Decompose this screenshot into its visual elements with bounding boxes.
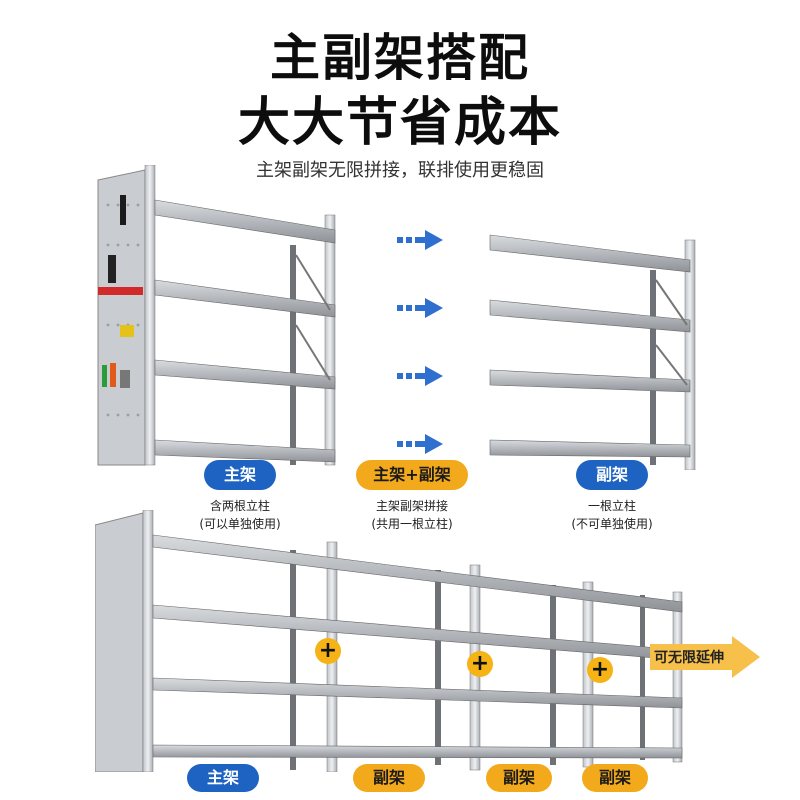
plus-icon: +: [315, 638, 341, 664]
arrow-right-icon: [397, 230, 443, 250]
arrow-right-icon: [397, 366, 443, 386]
note-sub-frame-1: 一根立柱: [587, 499, 636, 513]
extend-label: 可无限延伸: [654, 650, 724, 666]
label-main-plus-sub: 主架+副架: [356, 460, 468, 490]
bottom-label-sub-2: 副架: [486, 764, 552, 792]
note-main-frame-2: (可以单独使用): [199, 517, 281, 531]
note-main-plus-sub-1: 主架副架拼接: [375, 499, 448, 513]
bottom-label-main: 主架: [187, 764, 259, 792]
note-main-frame-1: 含两根立柱: [209, 499, 270, 513]
arrow-right-icon: [397, 298, 443, 318]
headline-line-2: 大大节省成本: [237, 93, 562, 153]
plus-icon: +: [587, 657, 613, 683]
main-shelf-illustration: [97, 165, 336, 466]
extend-arrow-icon: [650, 636, 760, 678]
bottom-label-sub-3: 副架: [582, 764, 648, 792]
sub-shelf-illustration: [489, 234, 696, 470]
combined-shelving-illustration: [95, 510, 683, 772]
label-sub-frame: 副架: [576, 460, 648, 490]
headline-line-1: 主副架搭配: [270, 29, 530, 87]
arrow-right-icon: [397, 434, 443, 454]
bottom-label-sub-1: 副架: [353, 764, 425, 792]
note-main-plus-sub-2: (共用一根立柱): [371, 517, 453, 531]
label-main-frame: 主架: [204, 460, 276, 490]
plus-icon: +: [467, 651, 493, 677]
subtitle: 主架副架无限拼接，联排使用更稳固: [256, 160, 544, 181]
note-sub-frame-2: (不可单独使用): [571, 517, 653, 531]
